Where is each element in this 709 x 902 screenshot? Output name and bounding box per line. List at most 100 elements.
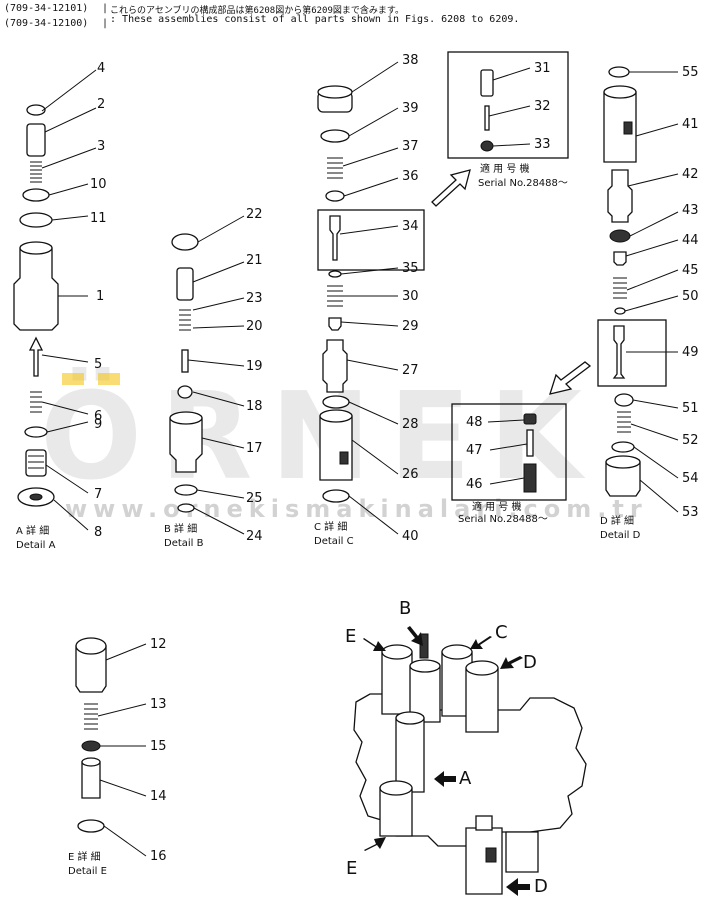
callout-1: 1	[96, 289, 104, 304]
part-26-port	[339, 451, 349, 465]
callout-22: 22	[246, 207, 263, 222]
valve-d-top	[465, 667, 499, 733]
part-22-cap	[171, 233, 199, 251]
part-5-needle	[28, 336, 44, 377]
note-japanese: これらのアセンブリの構成部品は第6208図から第6209図まで含みます。	[110, 6, 404, 16]
part-21-plug	[176, 267, 194, 301]
header-bracket: |	[102, 18, 109, 29]
callout-13: 13	[150, 697, 167, 712]
valve-d-bottom-port	[485, 847, 497, 863]
assembly-letter-e-bottom: E	[346, 858, 357, 879]
part-43-washer	[609, 229, 631, 243]
valve-e-bottom-cap	[379, 780, 413, 796]
upper-serial-number: Serial No.28488～	[478, 178, 568, 189]
part-14-seat	[81, 761, 101, 799]
valve-d-bottom-stem	[475, 815, 493, 831]
assembly-letter-b: B	[399, 598, 411, 619]
part-8-hole	[29, 493, 43, 501]
part-47-pin	[526, 429, 534, 457]
valve-c-top-cap	[441, 644, 473, 660]
callout-17: 17	[246, 441, 263, 456]
detail-b-group: 22 21 23 20 19 18 17 25 24 B 詳 細 Detail …	[164, 207, 263, 549]
callout-54: 54	[682, 471, 699, 486]
upper-serial-box: 31 32 33 適 用 号 機 Serial No.28488～	[447, 51, 569, 189]
callout-28: 28	[402, 417, 419, 432]
callout-7: 7	[94, 487, 102, 502]
part-11-oring	[19, 212, 53, 228]
part-55-ring	[608, 66, 630, 78]
callout-10: 10	[90, 177, 107, 192]
callout-55: 55	[682, 65, 699, 80]
callout-36: 36	[402, 169, 419, 184]
header-bracket: |	[102, 3, 109, 14]
part-10-ring	[22, 188, 50, 202]
valve-d-bottom	[465, 827, 503, 895]
callout-3: 3	[97, 139, 105, 154]
part-26-top	[319, 409, 353, 423]
part-number-2: (709-34-12100)	[4, 18, 89, 29]
arrow-e-bottom	[364, 837, 386, 851]
main-valve-assembly: B C D E A E D	[345, 598, 587, 897]
part-46-plug	[523, 463, 537, 493]
callout-16: 16	[150, 849, 167, 864]
part-49-spool	[612, 325, 626, 379]
part-13-spring	[84, 703, 98, 730]
serial-frame-34	[317, 209, 425, 271]
part-17-body	[169, 417, 203, 473]
watermark-umlaut-right	[98, 373, 120, 385]
callout-38: 38	[402, 53, 419, 68]
valve-d-top-cap	[465, 660, 499, 676]
lower-serial-number: Serial No.28488～	[458, 514, 548, 525]
part-17-top	[169, 411, 203, 425]
detail-b-caption-jp: B 詳 細	[164, 522, 197, 535]
part-45-spring	[613, 277, 627, 299]
lower-serial-frame	[451, 403, 567, 501]
detail-a-group: 4 2 3 10 11 1 5 6 9 7 8 A 詳 細 Detail A	[13, 61, 107, 551]
note-english-text: These assemblies consist of all parts sh…	[122, 14, 520, 25]
part-34-spool	[329, 215, 341, 261]
callout-19: 19	[246, 359, 263, 374]
callout-44: 44	[682, 233, 699, 248]
assembly-letter-d-bottom: D	[534, 876, 548, 897]
callout-9: 9	[94, 417, 102, 432]
callout-2: 2	[97, 97, 105, 112]
detail-a-caption-en: Detail A	[16, 540, 56, 551]
callout-43: 43	[682, 203, 699, 218]
part-7-spring-seat	[25, 449, 47, 477]
callout-20: 20	[246, 319, 263, 334]
part-36-washer	[325, 190, 345, 202]
part-24-ring	[177, 503, 195, 513]
arrow-b	[407, 626, 423, 646]
part-12-top	[75, 637, 107, 655]
part-2-plug	[26, 123, 46, 157]
callout-34: 34	[402, 219, 419, 234]
valve-e-top	[381, 651, 413, 715]
part-9-ring	[24, 426, 48, 438]
callout-48: 48	[466, 415, 483, 430]
callout-18: 18	[246, 399, 263, 414]
part-41-top	[603, 85, 637, 99]
callout-8: 8	[94, 525, 102, 540]
callout-52: 52	[682, 433, 699, 448]
part-44-seat	[613, 251, 627, 266]
arrow-a	[434, 771, 456, 787]
valve-a-front-cap	[395, 711, 425, 725]
callout-6: 6	[94, 409, 102, 424]
detail-c-group: 38 39 37 36 34 35 30 29 27 28 26 40 C 詳 …	[314, 53, 471, 547]
valve-b-top-cap	[409, 659, 441, 673]
lower-serial-label-jp: 適 用 号 機	[472, 500, 522, 513]
callout-45: 45	[682, 263, 699, 278]
part-35-ring	[328, 270, 342, 278]
arrow-d-top	[500, 656, 523, 669]
callout-25: 25	[246, 491, 263, 506]
part-number-1: (709-34-12101)	[4, 3, 89, 14]
detail-c-caption-en: Detail C	[314, 536, 354, 547]
callout-15: 15	[150, 739, 167, 754]
part-32-pin	[484, 105, 490, 131]
callout-23: 23	[246, 291, 263, 306]
callout-31: 31	[534, 61, 551, 76]
part-52-spring	[617, 411, 631, 433]
detail-a-caption-jp: A 詳 細	[16, 524, 49, 537]
callout-32: 32	[534, 99, 551, 114]
watermark-url: www.ornekismakinalari.com.tr	[65, 495, 648, 523]
